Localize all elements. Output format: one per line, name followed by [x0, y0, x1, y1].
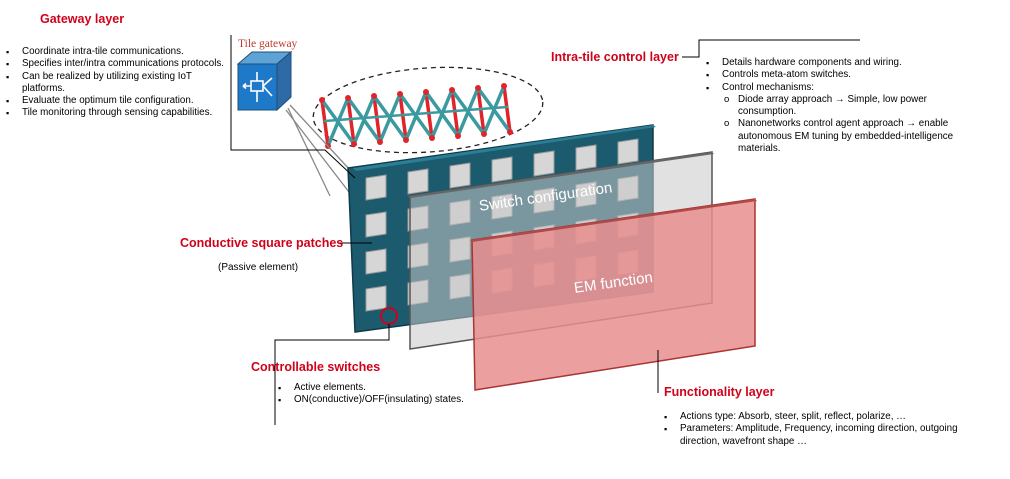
- list-item: Coordinate intra-tile communications.: [4, 46, 230, 59]
- control-network-outline: [312, 66, 544, 154]
- list-item: Active elements.: [276, 382, 516, 395]
- list-item: Nanonetworks control agent approach → en…: [720, 118, 976, 155]
- control-node: [449, 87, 455, 93]
- leader-lines: [230, 35, 860, 425]
- control-node: [403, 137, 409, 143]
- list-item: Actions type: Absorb, steer, split, refl…: [662, 411, 962, 424]
- list-item: Specifies inter/intra communications pro…: [4, 58, 230, 71]
- gateway-layer-title: Gateway layer: [40, 12, 125, 26]
- control-wire: [476, 86, 486, 136]
- control-wire: [323, 117, 353, 123]
- control-layer-title: Intra-tile control layer: [551, 50, 679, 64]
- switches-title: Controllable switches: [251, 360, 381, 374]
- control-node: [371, 93, 377, 99]
- control-node: [397, 91, 403, 97]
- control-wire: [427, 109, 457, 115]
- conductive-patch: [365, 174, 387, 201]
- control-wire: [502, 84, 512, 134]
- gateway-links: [285, 104, 353, 197]
- control-wire: [352, 94, 376, 146]
- control-wire: [456, 86, 480, 138]
- list-item: Details hardware components and wiring.: [704, 57, 976, 70]
- functionality-layer-title: Functionality layer: [664, 385, 775, 399]
- control-wire: [401, 111, 431, 117]
- control-wire: [482, 84, 506, 136]
- control-wire: [326, 96, 350, 148]
- functionality-layer-list: Actions type: Absorb, steer, split, refl…: [662, 411, 962, 448]
- control-mechanism-list: Diode array approach → Simple, low power…: [704, 94, 976, 155]
- list-item: Parameters: Amplitude, Frequency, incomi…: [662, 423, 962, 448]
- list-item: Tile monitoring through sensing capabili…: [4, 107, 230, 120]
- control-node: [377, 139, 383, 145]
- patches-title: Conductive square patches: [180, 236, 344, 250]
- list-item: ON(conductive)/OFF(insulating) states.: [276, 394, 516, 407]
- list-item: Controls meta-atom switches.: [704, 69, 976, 82]
- conductive-patch: [617, 138, 639, 165]
- conductive-patch: [365, 248, 387, 275]
- patches-note: (Passive element): [218, 262, 299, 273]
- control-node: [455, 133, 461, 139]
- control-node: [475, 85, 481, 91]
- control-wire: [450, 88, 460, 138]
- list-item: Evaluate the optimum tile configuration.: [4, 95, 230, 108]
- control-layer-list: Details hardware components and wiring. …: [704, 57, 976, 155]
- control-wire: [424, 90, 434, 140]
- list-item: Diode array approach → Simple, low power…: [720, 94, 976, 119]
- control-wire: [375, 113, 405, 119]
- control-wire: [346, 96, 356, 146]
- conductive-patch: [449, 162, 471, 189]
- control-node: [423, 89, 429, 95]
- tile-gateway-label: Tile gateway: [238, 38, 298, 50]
- control-node: [507, 129, 513, 135]
- conductive-patch: [365, 211, 387, 238]
- control-wire: [320, 98, 330, 148]
- control-node: [429, 135, 435, 141]
- control-node: [319, 97, 325, 103]
- control-wire: [453, 107, 483, 113]
- control-node: [345, 95, 351, 101]
- conductive-patch: [491, 156, 513, 183]
- switches-list: Active elements. ON(conductive)/OFF(insu…: [276, 382, 516, 407]
- control-wire: [479, 105, 509, 111]
- gateway-layer-list: Coordinate intra-tile communications. Sp…: [4, 46, 230, 120]
- control-node: [501, 83, 507, 89]
- tile-gateway-icon: [236, 50, 293, 112]
- control-wire: [349, 115, 379, 121]
- control-wire: [404, 90, 428, 142]
- control-wire: [430, 88, 454, 140]
- conductive-patch: [575, 144, 597, 171]
- list-item: Can be realized by utilizing existing Io…: [4, 71, 230, 96]
- sub-list-wrapper: Diode array approach → Simple, low power…: [704, 94, 976, 155]
- conductive-patch: [533, 150, 555, 177]
- conductive-patch: [407, 168, 429, 195]
- control-node: [351, 141, 357, 147]
- list-item: Control mechanisms:: [704, 82, 976, 95]
- control-wire: [398, 92, 408, 142]
- control-wire: [378, 92, 402, 144]
- control-wire: [372, 94, 382, 144]
- conductive-patch: [365, 285, 387, 312]
- control-wiring-network: [319, 83, 513, 149]
- control-node: [481, 131, 487, 137]
